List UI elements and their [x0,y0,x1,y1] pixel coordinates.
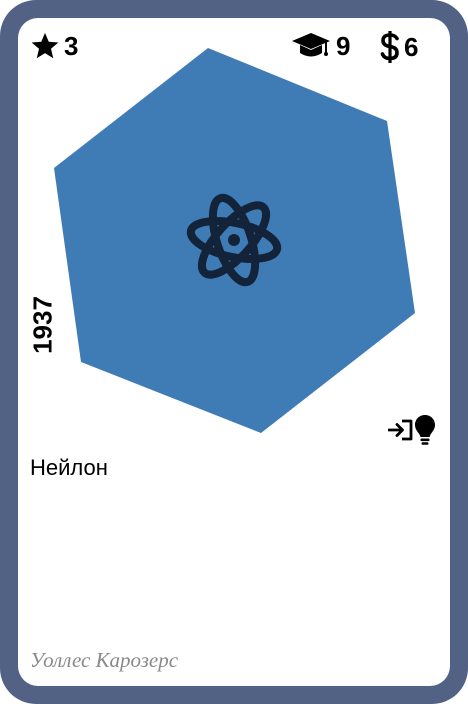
enter-icon [388,419,413,441]
card-author: Уоллес Карозерс [30,648,179,672]
graduation-cap-icon [292,33,330,57]
lightbulb-icon [415,415,435,445]
card-name: Нейлон [30,455,108,480]
stars-stat: 3 [30,30,78,62]
star-icon [31,32,59,59]
atom-icon [186,193,282,287]
cost-stat: 6 [380,30,418,64]
card-face[interactable]: 3 9 6 1937 [18,18,450,686]
effect-icons [388,414,436,446]
education-stat: 9 [291,30,350,62]
stars-value: 3 [64,31,79,61]
dollar-icon [380,31,399,63]
card-hexagon [54,48,415,433]
year-label: 1937 [27,296,58,354]
cost-value: 6 [404,32,419,62]
education-value: 9 [336,31,351,61]
